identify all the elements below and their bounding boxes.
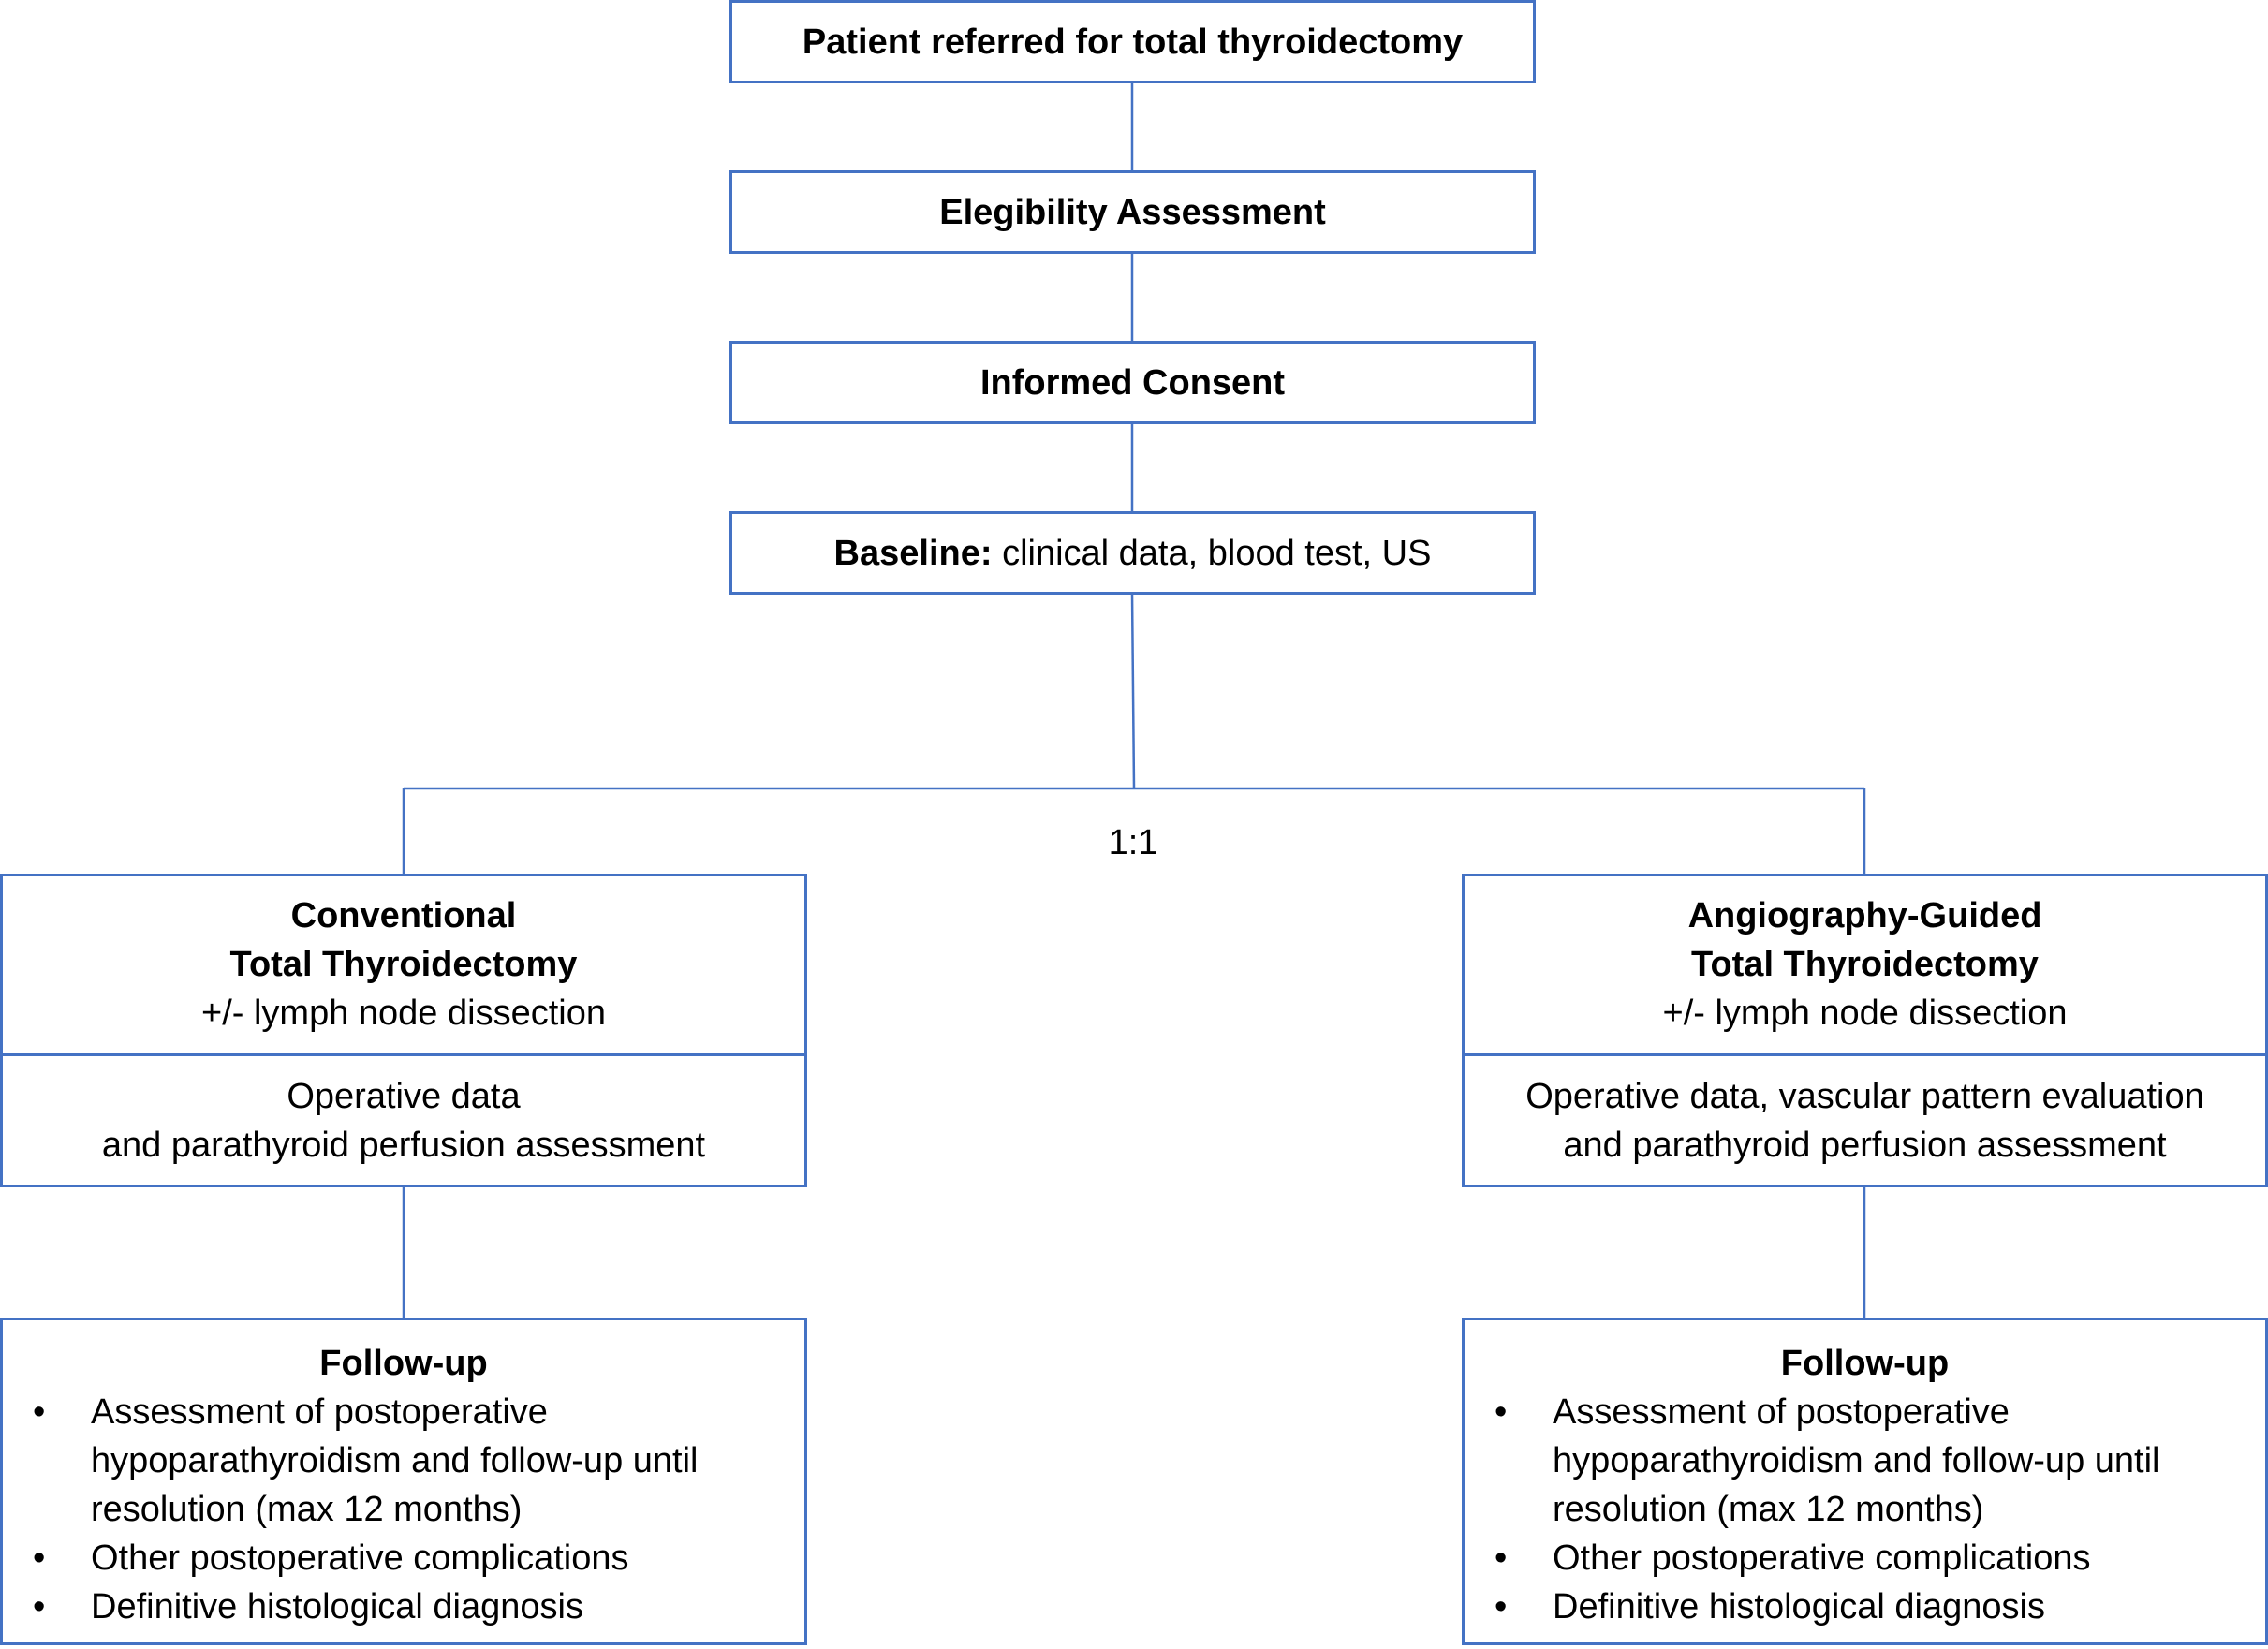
list-item: Definitive histological diagnosis (1495, 1583, 2265, 1631)
right-operative-box: Operative data, vascular pattern evaluat… (1462, 1053, 2268, 1187)
right-arm-subtitle: +/- lymph node dissection (1662, 994, 2068, 1033)
left-followup-box: Follow-up Assessment of postoperative hy… (0, 1318, 807, 1645)
list-item: Definitive histological diagnosis (33, 1583, 804, 1631)
right-arm-title-line2: Total Thyroidectomy (1691, 945, 2039, 984)
left-operative-box: Operative data and parathyroid perfusion… (0, 1053, 807, 1187)
left-operative-line2: and parathyroid perfusion assessment (101, 1125, 706, 1165)
baseline-text: Baseline: clinical data, blood test, US (834, 529, 1432, 578)
left-arm-title-line2: Total Thyroidectomy (229, 945, 578, 984)
left-arm-subtitle: +/- lymph node dissection (201, 994, 606, 1033)
left-operative-line1: Operative data (287, 1076, 521, 1116)
referral-box: Patient referred for total thyroidectomy (729, 0, 1536, 83)
list-item: Other postoperative complications (1495, 1534, 2265, 1583)
eligibility-label: Elegibility Assessment (939, 192, 1326, 232)
baseline-details: clinical data, blood test, US (992, 533, 1432, 573)
right-operative-line2: and parathyroid perfusion assessment (1563, 1125, 2167, 1165)
left-followup-list: Assessment of postoperative hypoparathyr… (3, 1388, 804, 1631)
left-arm-title-line1: Conventional (290, 896, 517, 935)
consent-box: Informed Consent (729, 341, 1536, 424)
right-followup-title: Follow-up (1780, 1344, 1950, 1383)
right-arm-box: Angiography-Guided Total Thyroidectomy +… (1462, 874, 2268, 1055)
baseline-box: Baseline: clinical data, blood test, US (729, 511, 1536, 595)
right-operative-line1: Operative data, vascular pattern evaluat… (1525, 1076, 2204, 1116)
left-arm-box: Conventional Total Thyroidectomy +/- lym… (0, 874, 807, 1055)
left-followup-title: Follow-up (319, 1344, 488, 1383)
referral-label: Patient referred for total thyroidectomy (802, 22, 1464, 62)
eligibility-box: Elegibility Assessment (729, 170, 1536, 254)
list-item: Other postoperative complications (33, 1534, 804, 1583)
list-item: Assessment of postoperative hypoparathyr… (33, 1388, 804, 1534)
list-item: Assessment of postoperative hypoparathyr… (1495, 1388, 2265, 1534)
right-arm-title-line1: Angiography-Guided (1687, 896, 2042, 935)
right-followup-list: Assessment of postoperative hypoparathyr… (1465, 1388, 2265, 1631)
connector-baseline-split (1130, 592, 1136, 789)
consent-label: Informed Consent (979, 362, 1286, 403)
right-followup-box: Follow-up Assessment of postoperative hy… (1462, 1318, 2268, 1645)
randomization-ratio: 1:1 (1108, 823, 1158, 862)
baseline-label: Baseline: (833, 533, 993, 573)
